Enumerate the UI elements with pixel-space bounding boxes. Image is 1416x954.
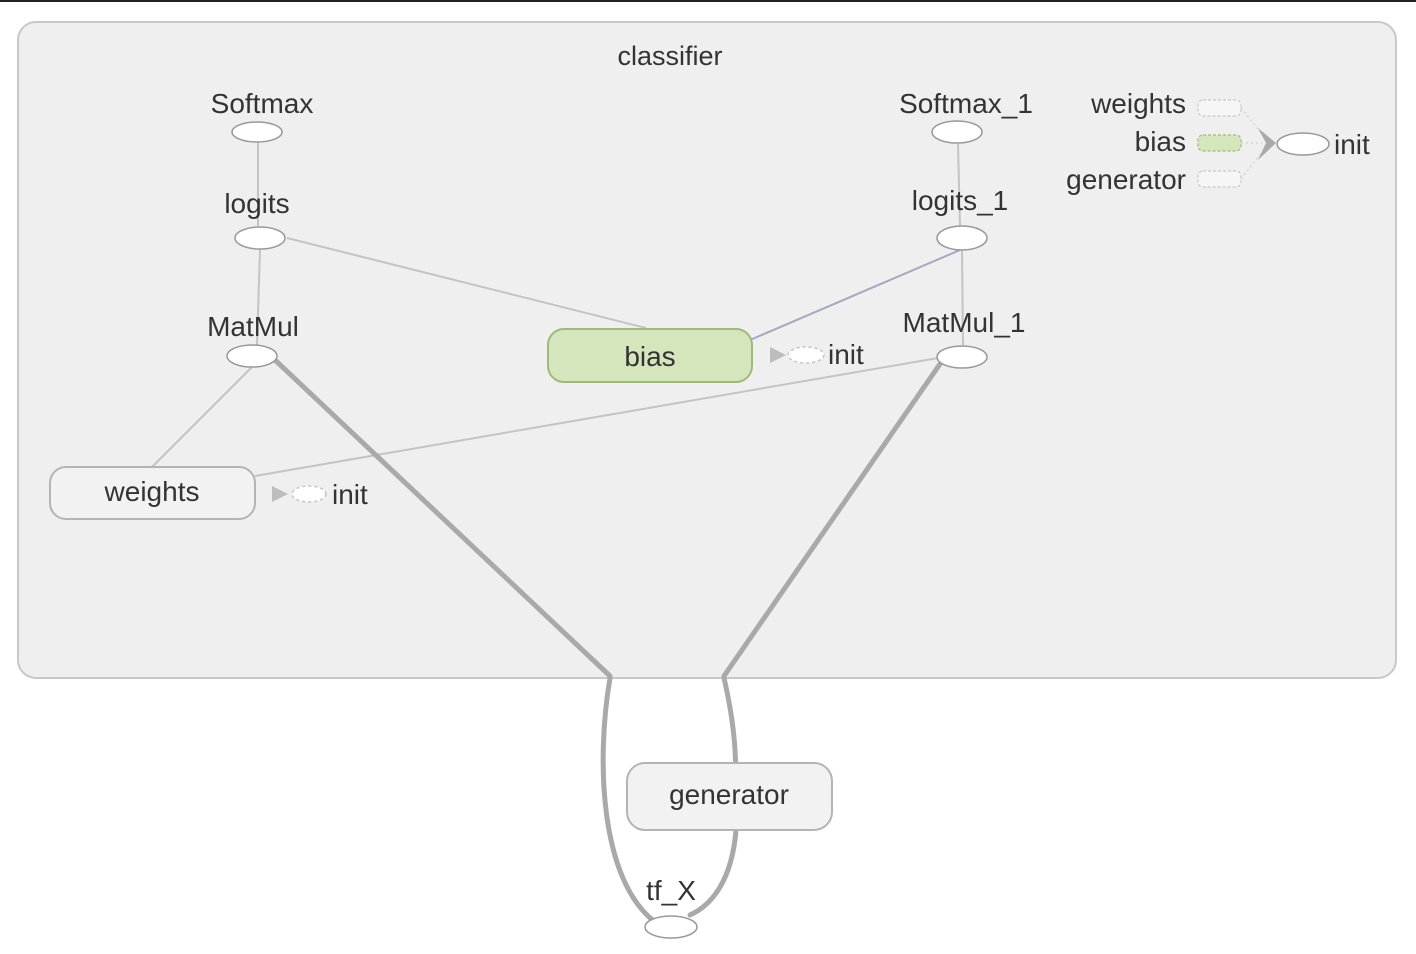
- weights-init-arrow-icon: [272, 486, 288, 502]
- bias-init-label: init: [828, 339, 864, 370]
- edge-logits-bias: [286, 237, 647, 329]
- bias-label: bias: [624, 341, 675, 372]
- weights-node[interactable]: [49, 466, 256, 520]
- softmax-label: Softmax: [211, 88, 314, 119]
- tf-x-node[interactable]: [644, 915, 698, 939]
- thin-edges: [151, 142, 964, 477]
- aux-generator-label: generator: [1066, 164, 1186, 195]
- aux-edge-generator: [1240, 151, 1263, 180]
- generator-node[interactable]: [626, 762, 833, 831]
- softmax-node[interactable]: [231, 121, 283, 143]
- thick-edges: [272, 357, 943, 925]
- logits-1-label: logits_1: [912, 185, 1009, 216]
- weights-init-node[interactable]: [291, 485, 327, 503]
- edge-logits-matmul: [256, 248, 261, 346]
- tf-x-label: tf_X: [646, 875, 696, 906]
- aux-init-node[interactable]: [1276, 132, 1330, 156]
- aux-generator-box[interactable]: [1197, 170, 1242, 188]
- matmul-node[interactable]: [226, 344, 278, 368]
- aux-edge-weights: [1240, 107, 1263, 135]
- edge-softmax1-logits1: [957, 143, 961, 227]
- weights-label: weights: [104, 476, 200, 507]
- weights-init-label: init: [332, 479, 368, 510]
- edge-matmul-generator-left: [272, 357, 613, 679]
- aux-bias-label: bias: [1135, 126, 1186, 157]
- logits-1-node[interactable]: [936, 225, 988, 251]
- edge-tfx-left-curve: [600, 675, 658, 925]
- edge-matmul-weights: [151, 366, 253, 468]
- edge-weights-matmul1: [254, 357, 939, 477]
- softmax-1-node[interactable]: [931, 120, 983, 144]
- matmul-1-node[interactable]: [936, 345, 988, 369]
- edge-logits1-matmul1: [961, 249, 964, 346]
- edge-generator-tfx: [687, 827, 739, 918]
- softmax-1-label: Softmax_1: [899, 88, 1033, 119]
- bias-init-node[interactable]: [787, 346, 825, 364]
- bias-init-arrow-icon: [770, 347, 786, 363]
- matmul-label: MatMul: [207, 311, 299, 342]
- classifier-group-title: classifier: [617, 41, 722, 71]
- aux-weights-box[interactable]: [1197, 99, 1242, 117]
- op-nodes: [226, 120, 988, 939]
- aux-weights-label: weights: [1090, 88, 1186, 119]
- generator-label: generator: [669, 779, 789, 810]
- bias-node[interactable]: [547, 328, 753, 383]
- logits-label: logits: [224, 188, 289, 219]
- aux-init-label: init: [1334, 129, 1370, 160]
- edge-logits1-bias: [749, 249, 961, 341]
- aux-bias-box[interactable]: [1197, 134, 1242, 152]
- aux-merge-arrow-icon: [1258, 128, 1276, 160]
- aux-init-panel: weights bias generator init: [1066, 88, 1370, 195]
- edge-matmul1-generator-right: [721, 361, 943, 679]
- logits-node[interactable]: [234, 226, 286, 250]
- matmul-1-label: MatMul_1: [903, 307, 1026, 338]
